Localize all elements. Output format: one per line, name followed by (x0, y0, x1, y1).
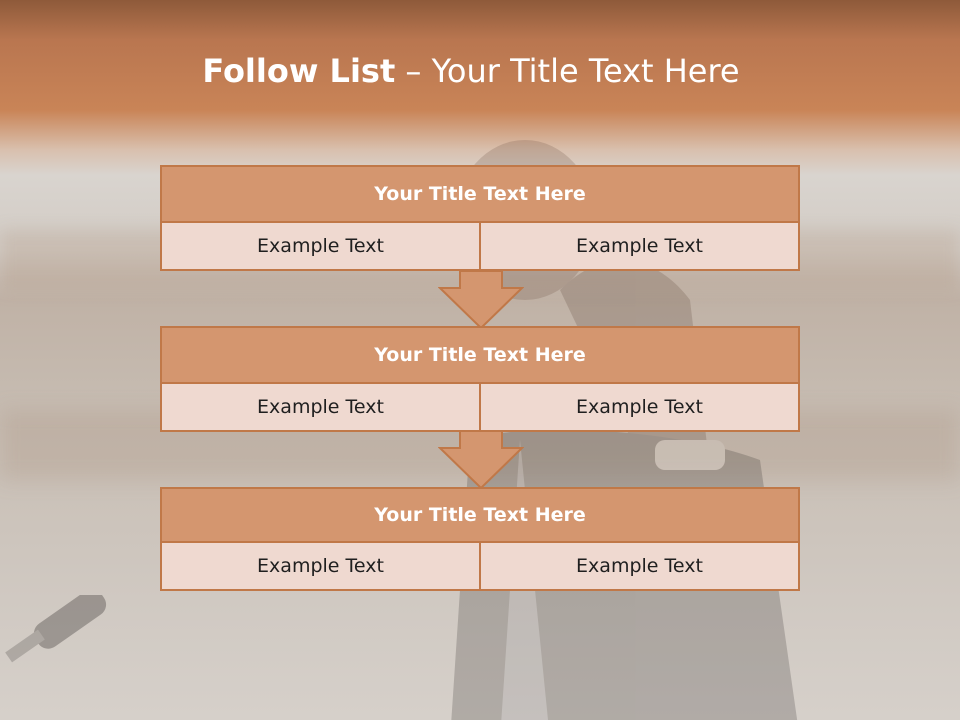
slide-title: Follow List – Your Title Text Here (0, 52, 942, 90)
list-block-2: Your Title Text Here Example Text Exampl… (160, 326, 800, 432)
block-cell: Example Text (479, 223, 798, 269)
block-title: Your Title Text Here (162, 328, 798, 384)
microphone-image (5, 595, 107, 663)
list-block-3: Your Title Text Here Example Text Exampl… (160, 487, 800, 591)
block-cell: Example Text (162, 223, 479, 269)
down-arrow-icon (438, 430, 524, 490)
slide-title-bold: Follow List (202, 52, 396, 90)
slide-title-rest: – Your Title Text Here (405, 52, 740, 90)
block-title: Your Title Text Here (162, 167, 798, 223)
block-cell: Example Text (479, 543, 798, 589)
block-row: Example Text Example Text (162, 223, 798, 269)
block-cell: Example Text (162, 543, 479, 589)
block-cell: Example Text (162, 384, 479, 430)
block-title: Your Title Text Here (162, 489, 798, 543)
down-arrow-icon (438, 270, 524, 330)
list-block-1: Your Title Text Here Example Text Exampl… (160, 165, 800, 271)
block-row: Example Text Example Text (162, 384, 798, 430)
block-cell: Example Text (479, 384, 798, 430)
block-row: Example Text Example Text (162, 543, 798, 589)
